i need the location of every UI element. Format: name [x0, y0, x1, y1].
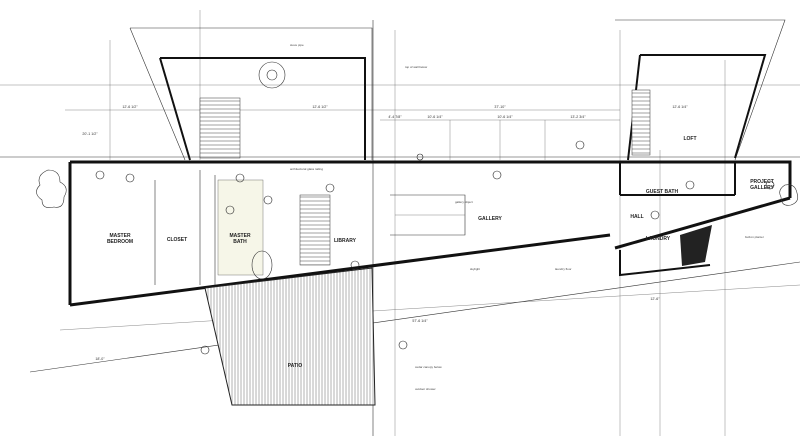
dimension: 37'-10": [494, 105, 506, 109]
room-label-hall: HALL: [630, 214, 643, 220]
note: cedar canopy below: [415, 365, 443, 369]
main-stair: [299, 194, 331, 266]
note-top-of-wall: top of wall below: [405, 65, 428, 69]
patio: [204, 267, 376, 406]
note: laundry floor: [555, 267, 572, 271]
reference-lines: [0, 10, 800, 436]
dimension: 12'-6 1/2": [312, 105, 328, 109]
room-label-guest-bath: GUEST BATH: [646, 189, 679, 195]
room-label-gallery: GALLERY: [478, 216, 502, 222]
north-west-wing: stove pipe top of wall below: [129, 27, 428, 161]
room-labels: MASTER BEDROOM CLOSET MASTER BATH LIBRAR…: [107, 179, 775, 369]
note-stove-pipe: stove pipe: [290, 43, 304, 47]
room-label-loft: LOFT: [683, 136, 696, 142]
planter: [680, 225, 712, 266]
room-label-patio: PATIO: [288, 363, 303, 369]
dimension: 12'-6": [650, 297, 660, 301]
room-label-closet: CLOSET: [167, 237, 187, 243]
note: architectural glass railing: [290, 167, 323, 171]
section-markers: [95, 140, 775, 355]
dimension: 10'-6 1/4": [497, 115, 513, 119]
stair: [199, 97, 241, 159]
room-label-master-bedroom: MASTER: [109, 233, 131, 239]
room-label-master-bath-2: BATH: [233, 239, 247, 245]
room-label-laundry: LAUNDRY: [646, 236, 671, 242]
dimension-labels: 12'-6 1/2" 12'-6 1/2" 37'-10" 10'-6 1/4"…: [82, 105, 688, 361]
dimension: 12'-6 1/4": [672, 105, 688, 109]
room-label-project-gallery: PROJECT: [750, 179, 774, 185]
dimension: 18'-0": [95, 357, 105, 361]
loft-stair: [631, 89, 651, 156]
room-label-master-bath: MASTER: [229, 233, 251, 239]
room-label-master-bedroom-2: BEDROOM: [107, 239, 133, 245]
annotation-notes: architectural glass railing gallery obje…: [290, 167, 764, 391]
note: gallery object: [455, 200, 473, 204]
dimension: 12'-6 1/2": [122, 105, 138, 109]
main-walls: [68, 160, 792, 307]
note: built-in planter: [745, 235, 764, 239]
room-label-library: LIBRARY: [334, 238, 357, 244]
dimension: 20'-1 1/2": [82, 132, 98, 136]
dimension: 13'-2 3/4": [570, 115, 586, 119]
dimension: 57'-6 1/4": [412, 319, 428, 323]
note: skylight: [470, 267, 480, 271]
north-east-wing: LOFT: [615, 19, 786, 161]
room-label-project-gallery-2: GALLERY: [750, 185, 774, 191]
dimension: 10'-6 1/4": [427, 115, 443, 119]
note: outdoor shower: [415, 387, 436, 391]
dimension: 4'-4 7/8": [388, 115, 402, 119]
tree-symbol: [36, 169, 799, 208]
